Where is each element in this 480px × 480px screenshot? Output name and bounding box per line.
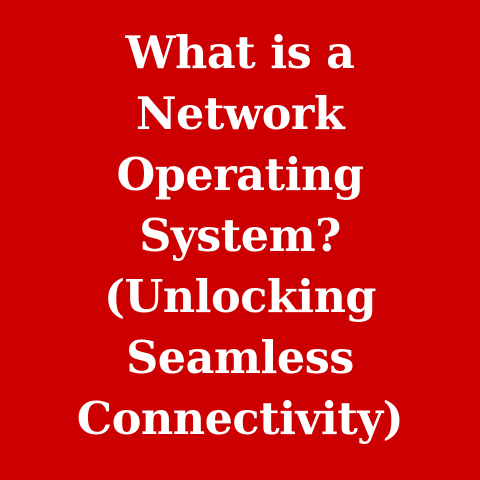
- title-line: What is a: [125, 26, 356, 79]
- title-line: Operating: [116, 148, 364, 201]
- title-line: Seamless: [126, 331, 354, 384]
- title-line: (Unlocking: [103, 270, 377, 323]
- title-line: System?: [139, 209, 341, 262]
- title-line: Network: [135, 87, 345, 140]
- page-title: What is a Network Operating System? (Unl…: [5, 23, 475, 450]
- title-line: Connectivity): [76, 392, 404, 445]
